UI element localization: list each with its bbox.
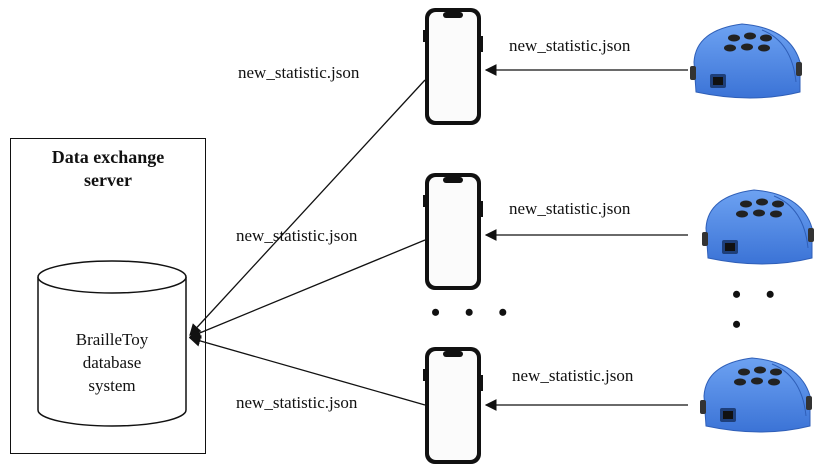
label-toy1-to-phone1: new_statistic.json [509,36,631,55]
label-toy2-to-phone2: new_statistic.json [509,199,631,218]
toys-ellipsis: • • • [732,280,784,339]
smartphone-icon [423,347,483,464]
braille-toy-icon [700,357,812,433]
arrow-phone1-to-server [189,79,426,336]
database-label-line-3: system [88,376,136,395]
label-phone1-to-server: new_statistic.json [238,63,360,82]
server-title-line-2: server [84,170,132,190]
database-label: BrailleToy database system [38,328,186,397]
server-title-line-1: Data exchange [51,147,165,167]
braille-toy-icon [702,189,814,265]
arrow-phone3-to-server [188,335,426,406]
label-phone2-to-server: new_statistic.json [236,226,358,245]
smartphone-icon [423,8,483,125]
database-cylinder-icon [37,260,187,427]
label-phone3-to-server: new_statistic.json [236,393,358,412]
phones-ellipsis: • • • [431,298,517,327]
braille-toy-icon [690,23,802,99]
database-label-line-1: BrailleToy [75,330,149,349]
arrow-phone2-to-server [188,239,426,339]
database-label-line-2: database [82,353,142,372]
data-exchange-server-box [10,138,206,454]
label-toy3-to-phone3: new_statistic.json [512,366,634,385]
server-title: Data exchange server [10,146,206,192]
smartphone-icon [423,173,483,290]
